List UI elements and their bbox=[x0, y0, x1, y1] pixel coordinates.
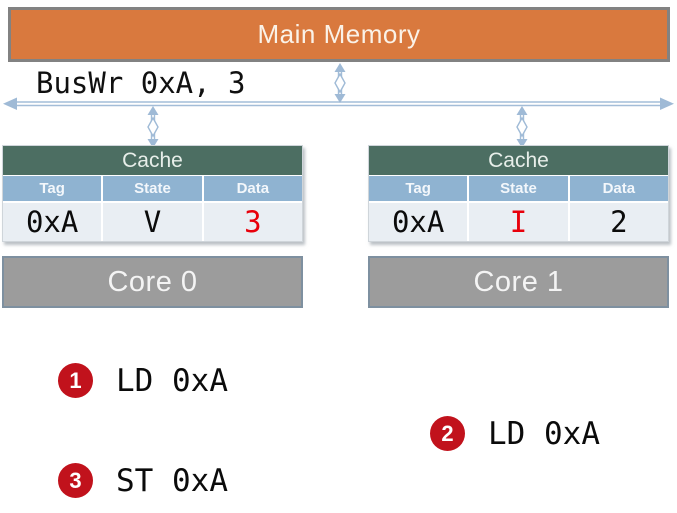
cache1-data-row: 0xA I 2 bbox=[369, 203, 668, 241]
core1-label: Core 1 bbox=[473, 265, 564, 298]
core0-label: Core 0 bbox=[107, 265, 198, 298]
step-1-label: LD 0xA bbox=[116, 362, 228, 399]
cache0-col-state: State bbox=[103, 176, 202, 201]
cache0-col-tag: Tag bbox=[3, 176, 102, 201]
cache1-col-state: State bbox=[469, 176, 568, 201]
core0-box: Core 0 bbox=[2, 256, 303, 308]
main-memory-label: Main Memory bbox=[257, 19, 421, 49]
step-2-label: LD 0xA bbox=[488, 415, 600, 452]
step-2-badge: 2 bbox=[430, 416, 465, 451]
core1-box: Core 1 bbox=[368, 256, 669, 308]
cache0-data-value: 3 bbox=[203, 203, 302, 241]
bus-cache0-arrow-icon bbox=[147, 106, 159, 148]
cache1-col-data: Data bbox=[569, 176, 668, 201]
cache1-title: Cache bbox=[369, 146, 668, 175]
cache1-data-value: 2 bbox=[569, 203, 668, 241]
cache1-col-tag: Tag bbox=[369, 176, 468, 201]
step-3: 3 ST 0xA bbox=[58, 462, 228, 499]
cache0-header-row: Tag State Data bbox=[3, 176, 302, 201]
main-memory-box: Main Memory bbox=[8, 7, 670, 62]
cache0-data-row: 0xA V 3 bbox=[3, 203, 302, 241]
memory-bus-arrow-icon bbox=[334, 63, 346, 103]
cache0-title: Cache bbox=[3, 146, 302, 175]
bus-transaction-label: BusWr 0xA, 3 bbox=[36, 66, 246, 100]
step-2: 2 LD 0xA bbox=[430, 415, 600, 452]
cache1-state-value: I bbox=[469, 203, 568, 241]
shared-bus-arrow bbox=[3, 97, 674, 110]
step-3-label: ST 0xA bbox=[116, 462, 228, 499]
cache1-header-row: Tag State Data bbox=[369, 176, 668, 201]
cache0-table: Cache Tag State Data 0xA V 3 bbox=[2, 145, 303, 242]
step-3-badge: 3 bbox=[58, 463, 93, 498]
cache1-tag-value: 0xA bbox=[369, 203, 468, 241]
cache0-state-value: V bbox=[103, 203, 202, 241]
cache0-tag-value: 0xA bbox=[3, 203, 102, 241]
cache0-col-data: Data bbox=[203, 176, 302, 201]
step-1-badge: 1 bbox=[58, 363, 93, 398]
step-1: 1 LD 0xA bbox=[58, 362, 228, 399]
bus-cache1-arrow-icon bbox=[516, 106, 528, 148]
cache1-table: Cache Tag State Data 0xA I 2 bbox=[368, 145, 669, 242]
